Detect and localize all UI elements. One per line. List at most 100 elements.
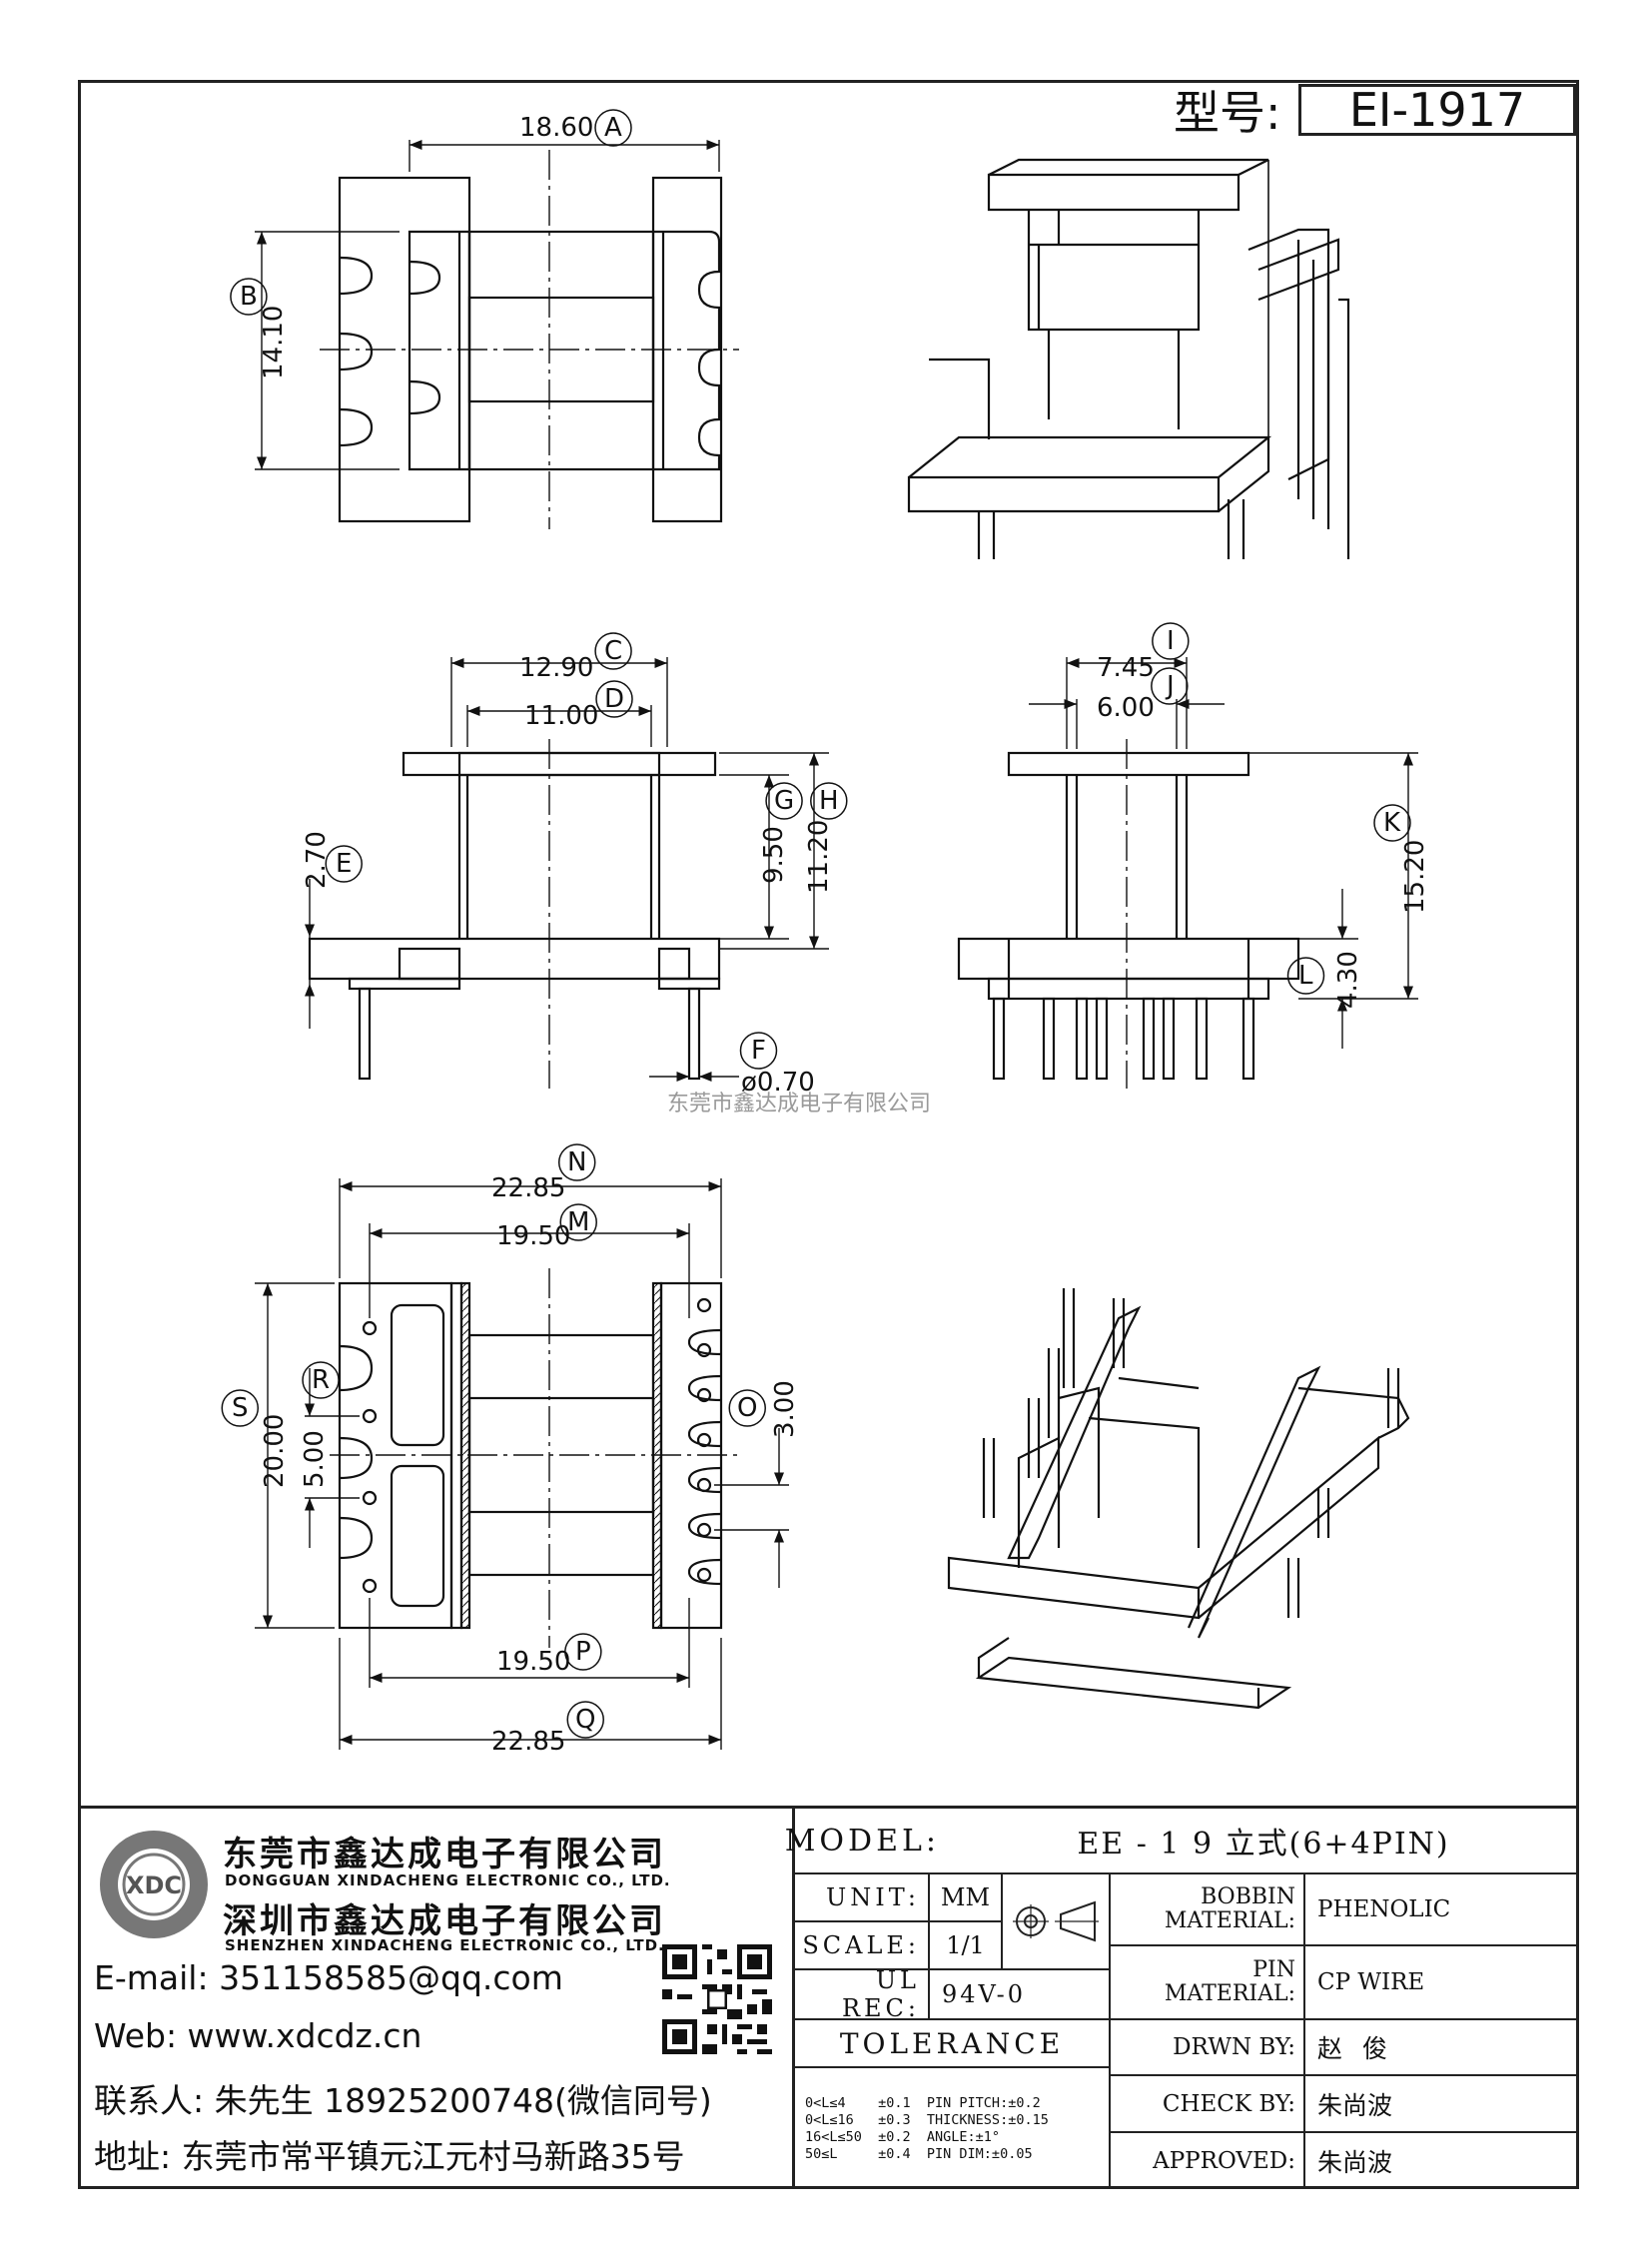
dim-R-tag: R (312, 1365, 330, 1395)
dim-S-value: 20.00 (260, 1414, 290, 1488)
drawing-sheet-border (78, 80, 1579, 2189)
model-value: EE - 1 9 立式(6+4PIN) (948, 1809, 1579, 1874)
dim-M-tag: M (567, 1207, 589, 1237)
dim-H-value: 11.20 (804, 820, 834, 894)
top-view (255, 139, 739, 529)
company-en-name-2: SHENZHEN XINDACHENG ELECTRONIC CO., LTD. (225, 1936, 665, 1954)
check-by-label: CHECK BY: (1111, 2076, 1305, 2133)
dimension-tag-circle (728, 1389, 766, 1427)
dimension-tag-circle (566, 1701, 604, 1739)
dim-A-value: 18.60 (519, 113, 593, 143)
technical-drawing: 18.60 A 14.10 B 12.90 C 11.00 D 2.70 E ø… (221, 109, 1430, 1757)
company-contact: 联系人: 朱先生 18925200748(微信同号) (94, 2081, 712, 2120)
dim-B-tag: B (240, 282, 258, 312)
unit-value: MM (930, 1874, 1003, 1922)
dim-B-value: 14.10 (259, 306, 289, 379)
bottom-view (255, 1178, 789, 1750)
company-address: 地址: 东莞市常平镇元江元村马新路35号 (94, 2137, 685, 2176)
projection-icon (1013, 1900, 1099, 1942)
dim-J-tag: J (1165, 671, 1175, 701)
dim-G-value: 9.50 (759, 826, 789, 884)
company-cn-name-1: 东莞市鑫达成电子有限公司 (223, 1835, 666, 1874)
dim-R-value: 5.00 (300, 1430, 330, 1488)
company-web: Web: www.xdcdz.cn (94, 2016, 422, 2055)
approved-value: 朱尚波 (1317, 2148, 1393, 2177)
dim-Q-tag: Q (575, 1705, 595, 1735)
company-info: XDC 东莞市鑫达成电子有限公司 DONGGUAN XINDACHENG ELE… (78, 1809, 795, 2189)
side-view (957, 657, 1418, 1089)
dimension-tag-circle (564, 1633, 602, 1671)
dim-L-tag: L (1298, 961, 1313, 991)
company-email: E-mail: 351158585@qq.com (94, 1958, 563, 1997)
dim-O-value: 3.00 (770, 1380, 800, 1438)
dim-K-value: 15.20 (1400, 840, 1430, 914)
dimension-tag-circle (325, 845, 363, 883)
isometric-view-top (907, 158, 1350, 559)
dimension-tag-circle (739, 1032, 778, 1070)
dim-D-tag: D (604, 684, 624, 714)
ulrec-label: UL REC: (795, 1966, 930, 2022)
dim-C-tag: C (604, 636, 622, 666)
company-en-name-1: DONGGUAN XINDACHENG ELECTRONIC CO., LTD. (225, 1871, 671, 1889)
dimension-tag-circle (810, 782, 848, 820)
tolerance-line: 0<L≤16 ±0.3 THICKNESS:±0.15 (805, 2111, 1049, 2128)
dim-C-value: 12.90 (519, 653, 593, 683)
unit-label: UNIT: (795, 1874, 930, 1922)
pin-material-label: PIN MATERIAL: (1111, 1946, 1305, 2020)
dim-M-value: 19.50 (496, 1221, 570, 1251)
company-logo-icon: XDC (100, 1831, 208, 1938)
dim-I-value: 7.45 (1097, 653, 1155, 683)
front-view (304, 657, 829, 1089)
tolerance-line: 0<L≤4 ±0.1 PIN PITCH:±0.2 (805, 2094, 1041, 2111)
drawn-by-label: DRWN BY: (1111, 2020, 1305, 2076)
dimension-tag-circle (557, 1143, 596, 1181)
svg-text:XDC: XDC (126, 1871, 182, 1899)
watermark-text: 东莞市鑫达成电子有限公司 (667, 1092, 931, 1117)
dim-L-value: 4.30 (1333, 951, 1363, 1009)
dimension-tag-circle (765, 782, 803, 820)
scale-value: 1/1 (930, 1922, 1003, 1970)
bobbin-material-value: PHENOLIC (1305, 1874, 1579, 1946)
header-model-label: 型号: (1174, 86, 1281, 140)
dim-I-tag: I (1167, 626, 1175, 656)
dimension-tag-circle (230, 278, 268, 316)
dimension-tag-circle (1286, 957, 1325, 995)
dimension-tag-circle (559, 1203, 597, 1241)
dimension-tag-circle (1373, 804, 1411, 842)
dimension-tag-circle (302, 1361, 340, 1399)
isometric-view-bottom (947, 1288, 1410, 1710)
dim-K-tag: K (1383, 808, 1401, 838)
scale-label: SCALE: (795, 1922, 930, 1970)
header-model-box: 型号: EI-1917 (1174, 82, 1576, 140)
dim-E-tag: E (336, 849, 352, 879)
dim-F-tag: F (751, 1036, 766, 1066)
dim-S-tag: S (232, 1393, 249, 1423)
dim-D-value: 11.00 (524, 701, 598, 731)
dim-P-tag: P (575, 1637, 591, 1667)
dim-E-value: 2.70 (302, 831, 332, 889)
dim-N-tag: N (567, 1147, 586, 1177)
dim-F-value: ø0.70 (741, 1068, 815, 1098)
header-model-value: EI-1917 (1298, 83, 1576, 137)
tolerance-table: 0<L≤4 ±0.1 PIN PITCH:±0.2 0<L≤16 ±0.3 TH… (795, 2068, 1111, 2189)
dimension-tag-circle (221, 1389, 260, 1427)
ulrec-value: 94V-0 (930, 1970, 1111, 2020)
approved-label: APPROVED: (1111, 2133, 1305, 2189)
model-label: MODEL: (785, 1809, 948, 1874)
dimension-tag-circle (594, 632, 632, 670)
dim-O-tag: O (737, 1393, 757, 1423)
tolerance-label: TOLERANCE (795, 2020, 1111, 2068)
check-by-value: 朱尚波 (1305, 2076, 1579, 2133)
tolerance-line: 16<L≤50 ±0.2 ANGLE:±1° (805, 2128, 1001, 2145)
dim-J-value: 6.00 (1097, 693, 1155, 723)
projection-symbol (1003, 1874, 1111, 1970)
bobbin-material-label: BOBBIN MATERIAL: (1111, 1874, 1305, 1946)
dim-A-tag: A (604, 113, 622, 143)
drawn-by-value: 赵 俊 (1305, 2020, 1579, 2076)
dimension-tag-circle (595, 680, 633, 718)
spec-grid: MODEL: EE - 1 9 立式(6+4PIN) UNIT: MM SCAL… (785, 1809, 1579, 2189)
company-cn-name-2: 深圳市鑫达成电子有限公司 (223, 1901, 666, 1941)
dimension-tag-circle (1152, 622, 1190, 660)
dim-G-tag: G (774, 786, 794, 816)
dim-H-tag: H (819, 786, 839, 816)
